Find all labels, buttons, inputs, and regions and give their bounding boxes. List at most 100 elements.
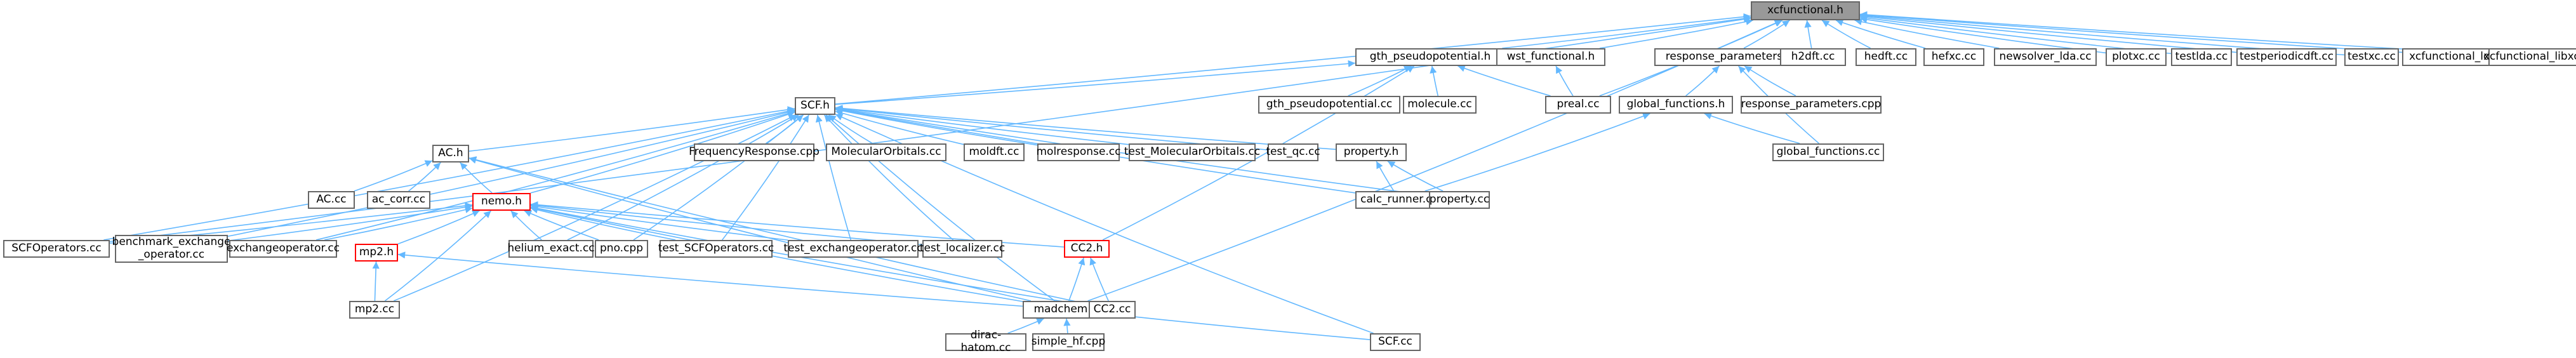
node-mp2-h[interactable]: mp2.h (355, 244, 398, 262)
node-wst-functional-h[interactable]: wst_functional.h (1496, 48, 1605, 66)
node-scfoperators-cc[interactable]: SCFOperators.cc (3, 240, 110, 258)
node-label: global_functions.h (1626, 98, 1725, 111)
node-test-exchangeoperator-cc[interactable]: test_exchangeoperator.cc (783, 240, 923, 258)
node-label: ac_corr.cc (371, 193, 426, 206)
node-simple-hf-cpp[interactable]: simple_hf.cpp (1032, 333, 1105, 351)
edge-mp2_cc-to-mp2_h (372, 261, 380, 302)
node-label: testlda.cc (2175, 50, 2228, 63)
node-moldft-cc[interactable]: moldft.cc (964, 143, 1025, 161)
node-global-functions-h[interactable]: global_functions.h (1619, 96, 1733, 114)
node-global-functions-cc[interactable]: global_functions.cc (1772, 143, 1884, 161)
node-label: molresponse.cc (1036, 145, 1121, 159)
node-label: mp2.h (359, 246, 394, 259)
node-property-cc[interactable]: property.cc (1429, 191, 1490, 209)
edge-cc2_cc-to-ac_h (468, 156, 1089, 305)
node-label: helium_exact.cc (507, 242, 595, 255)
edge-madchem_h-to-ac_h (468, 156, 1032, 302)
node-testlda-cc[interactable]: testlda.cc (2171, 48, 2232, 66)
node-dirac-hatom-cc[interactable]: dirac-hatom.cc (945, 329, 1026, 354)
edge-test_scfoperators_cc-to-scf_h (722, 114, 809, 241)
node-cc2-cc[interactable]: CC2.cc (1089, 301, 1136, 319)
edge-test_scfoperators_cc-to-nemo_h (530, 206, 676, 241)
node-helium-exact-cc[interactable]: helium_exact.cc (507, 240, 595, 258)
node-label: hefxc.cc (1931, 50, 1977, 63)
node-label: moldft.cc (969, 145, 1019, 159)
edge-nemo_h-to-ac_h (460, 162, 493, 194)
node-plotxc-cc[interactable]: plotxc.cc (2106, 48, 2167, 66)
node-label: wst_functional.h (1506, 50, 1595, 63)
edge-scf_cc-to-madchem_h (1108, 311, 1371, 340)
node-response-parameters-cpp[interactable]: response_parameters.cpp (1741, 96, 1882, 114)
node-xcf-libxc-cc[interactable]: xcfunctional_libxc.cc (2483, 48, 2576, 66)
node-molecularorbitals-cc[interactable]: MolecularOrbitals.cc (826, 143, 946, 161)
edge-preal_cc-to-gth_pseudopotential_h (1457, 65, 1551, 96)
edge-molecule_cc-to-gth_pseudopotential_h (1430, 65, 1438, 96)
node-testperiodicdft-cc[interactable]: testperiodicdft.cc (2236, 48, 2337, 66)
node-xcfunctional-h[interactable]: xcfunctional.h (1751, 1, 1860, 20)
node-label: test_localizer.cc (919, 242, 1006, 255)
node-test-molecularorbitals-cc[interactable]: test_MolecularOrbitals.cc (1124, 143, 1260, 161)
node-exchangeoperator-cc[interactable]: exchangeoperator.cc (227, 240, 340, 258)
edge-mp2_h-to-nemo_h (397, 210, 480, 244)
node-benchmark-exchange-operator-cc[interactable]: benchmark_exchange _operator.cc (112, 235, 230, 263)
edge-madchem_h-to-scf_h (825, 114, 1056, 302)
edge-global_functions_h-to-response_parameters_h (1685, 65, 1720, 96)
node-molecule-cc[interactable]: molecule.cc (1403, 96, 1477, 114)
node-label: molecule.cc (1407, 98, 1472, 111)
node-gth-pseudopotential-cc[interactable]: gth_pseudopotential.cc (1258, 96, 1400, 114)
edge-test_localizer_cc-to-scf_h (823, 114, 954, 241)
edge-calc_runner_cc-to-property_h (1376, 161, 1395, 192)
node-gth-pseudopotential-h[interactable]: gth_pseudopotential.h (1355, 48, 1505, 66)
edge-moldft_cc-to-scf_h (835, 109, 964, 145)
node-preal-cc[interactable]: preal.cc (1545, 96, 1611, 114)
node-ac-cc[interactable]: AC.cc (308, 191, 355, 209)
node-cc2-h[interactable]: CC2.h (1064, 240, 1110, 258)
node-label: testxc.cc (2347, 50, 2396, 63)
node-frequencyresponse-cpp[interactable]: FrequencyResponse.cpp (689, 143, 820, 161)
edge-simple_hf_cpp-to-madchem_h (1063, 318, 1071, 334)
node-ac-corr-cc[interactable]: ac_corr.cc (367, 191, 430, 209)
edge-wst_functional_h-to-xcfunctional_h (1599, 18, 1753, 49)
edge-benchmark_exchange_operator_cc-to-scf_h (227, 109, 795, 237)
node-scf-cc[interactable]: SCF.cc (1370, 333, 1421, 351)
node-label: pno.cpp (600, 242, 643, 255)
node-h2dft-cc[interactable]: h2dft.cc (1780, 48, 1846, 66)
node-newsolver-lda-cc[interactable]: newsolver_lda.cc (1994, 48, 2097, 66)
edge-scf_h-to-gth_pseudopotential_h (835, 60, 1356, 105)
node-label: AC.h (438, 147, 463, 160)
edge-ac_cc-to-ac_h (354, 160, 433, 192)
edge-mp2_cc-to-scf_h (393, 114, 797, 302)
node-hefxc-cc[interactable]: hefxc.cc (1923, 48, 1984, 66)
node-label: test_MolecularOrbitals.cc (1124, 145, 1261, 159)
node-label: CC2.h (1070, 242, 1103, 255)
edge-xcf_ldaonly_cc-to-xcfunctional_h (1859, 11, 2403, 53)
edge-molecularorbitals_cc-to-scf_h (828, 114, 873, 144)
node-molresponse-cc[interactable]: molresponse.cc (1036, 143, 1121, 161)
node-test-localizer-cc[interactable]: test_localizer.cc (919, 240, 1006, 258)
node-property-h[interactable]: property.h (1336, 143, 1407, 161)
node-test-scfoperators-cc[interactable]: test_SCFOperators.cc (658, 240, 774, 258)
node-testxc-cc[interactable]: testxc.cc (2344, 48, 2399, 66)
edge-cc2_h-to-gth_pseudopotential_h (1102, 65, 1415, 241)
node-scf-h[interactable]: SCF.h (795, 97, 835, 115)
edge-testperiodicdft_cc-to-xcfunctional_h (1859, 13, 2237, 53)
edge-hefxc_cc-to-xcfunctional_h (1835, 19, 1926, 49)
node-mp2-cc[interactable]: mp2.cc (349, 301, 400, 319)
edge-dirac_hatom_cc-to-madchem_h (1007, 318, 1044, 334)
edge-benchmark_exchange_operator_cc-to-nemo_h (227, 203, 473, 242)
edge-ac_h-to-scf_h (468, 106, 795, 152)
node-label: SCF.h (800, 99, 830, 112)
edge-scfoperators_cc-to-scf_h (103, 107, 795, 241)
node-label: SCFOperators.cc (11, 242, 102, 255)
node-test-qc-cc[interactable]: test_qc.cc (1266, 143, 1320, 161)
edge-madchem_h-to-cc2_h (1068, 257, 1086, 302)
edge-pno_cpp-to-nemo_h (524, 210, 599, 241)
node-pno-cpp[interactable]: pno.cpp (595, 240, 648, 258)
node-ac-h[interactable]: AC.h (432, 145, 469, 162)
node-nemo-h[interactable]: nemo.h (472, 193, 531, 211)
node-label: hedft.cc (1864, 50, 1908, 63)
node-hedft-cc[interactable]: hedft.cc (1856, 48, 1916, 66)
edge-pno_cpp-to-scf_h (633, 114, 804, 241)
node-label: newsolver_lda.cc (1999, 50, 2092, 63)
node-label: dirac-hatom.cc (960, 329, 1011, 354)
